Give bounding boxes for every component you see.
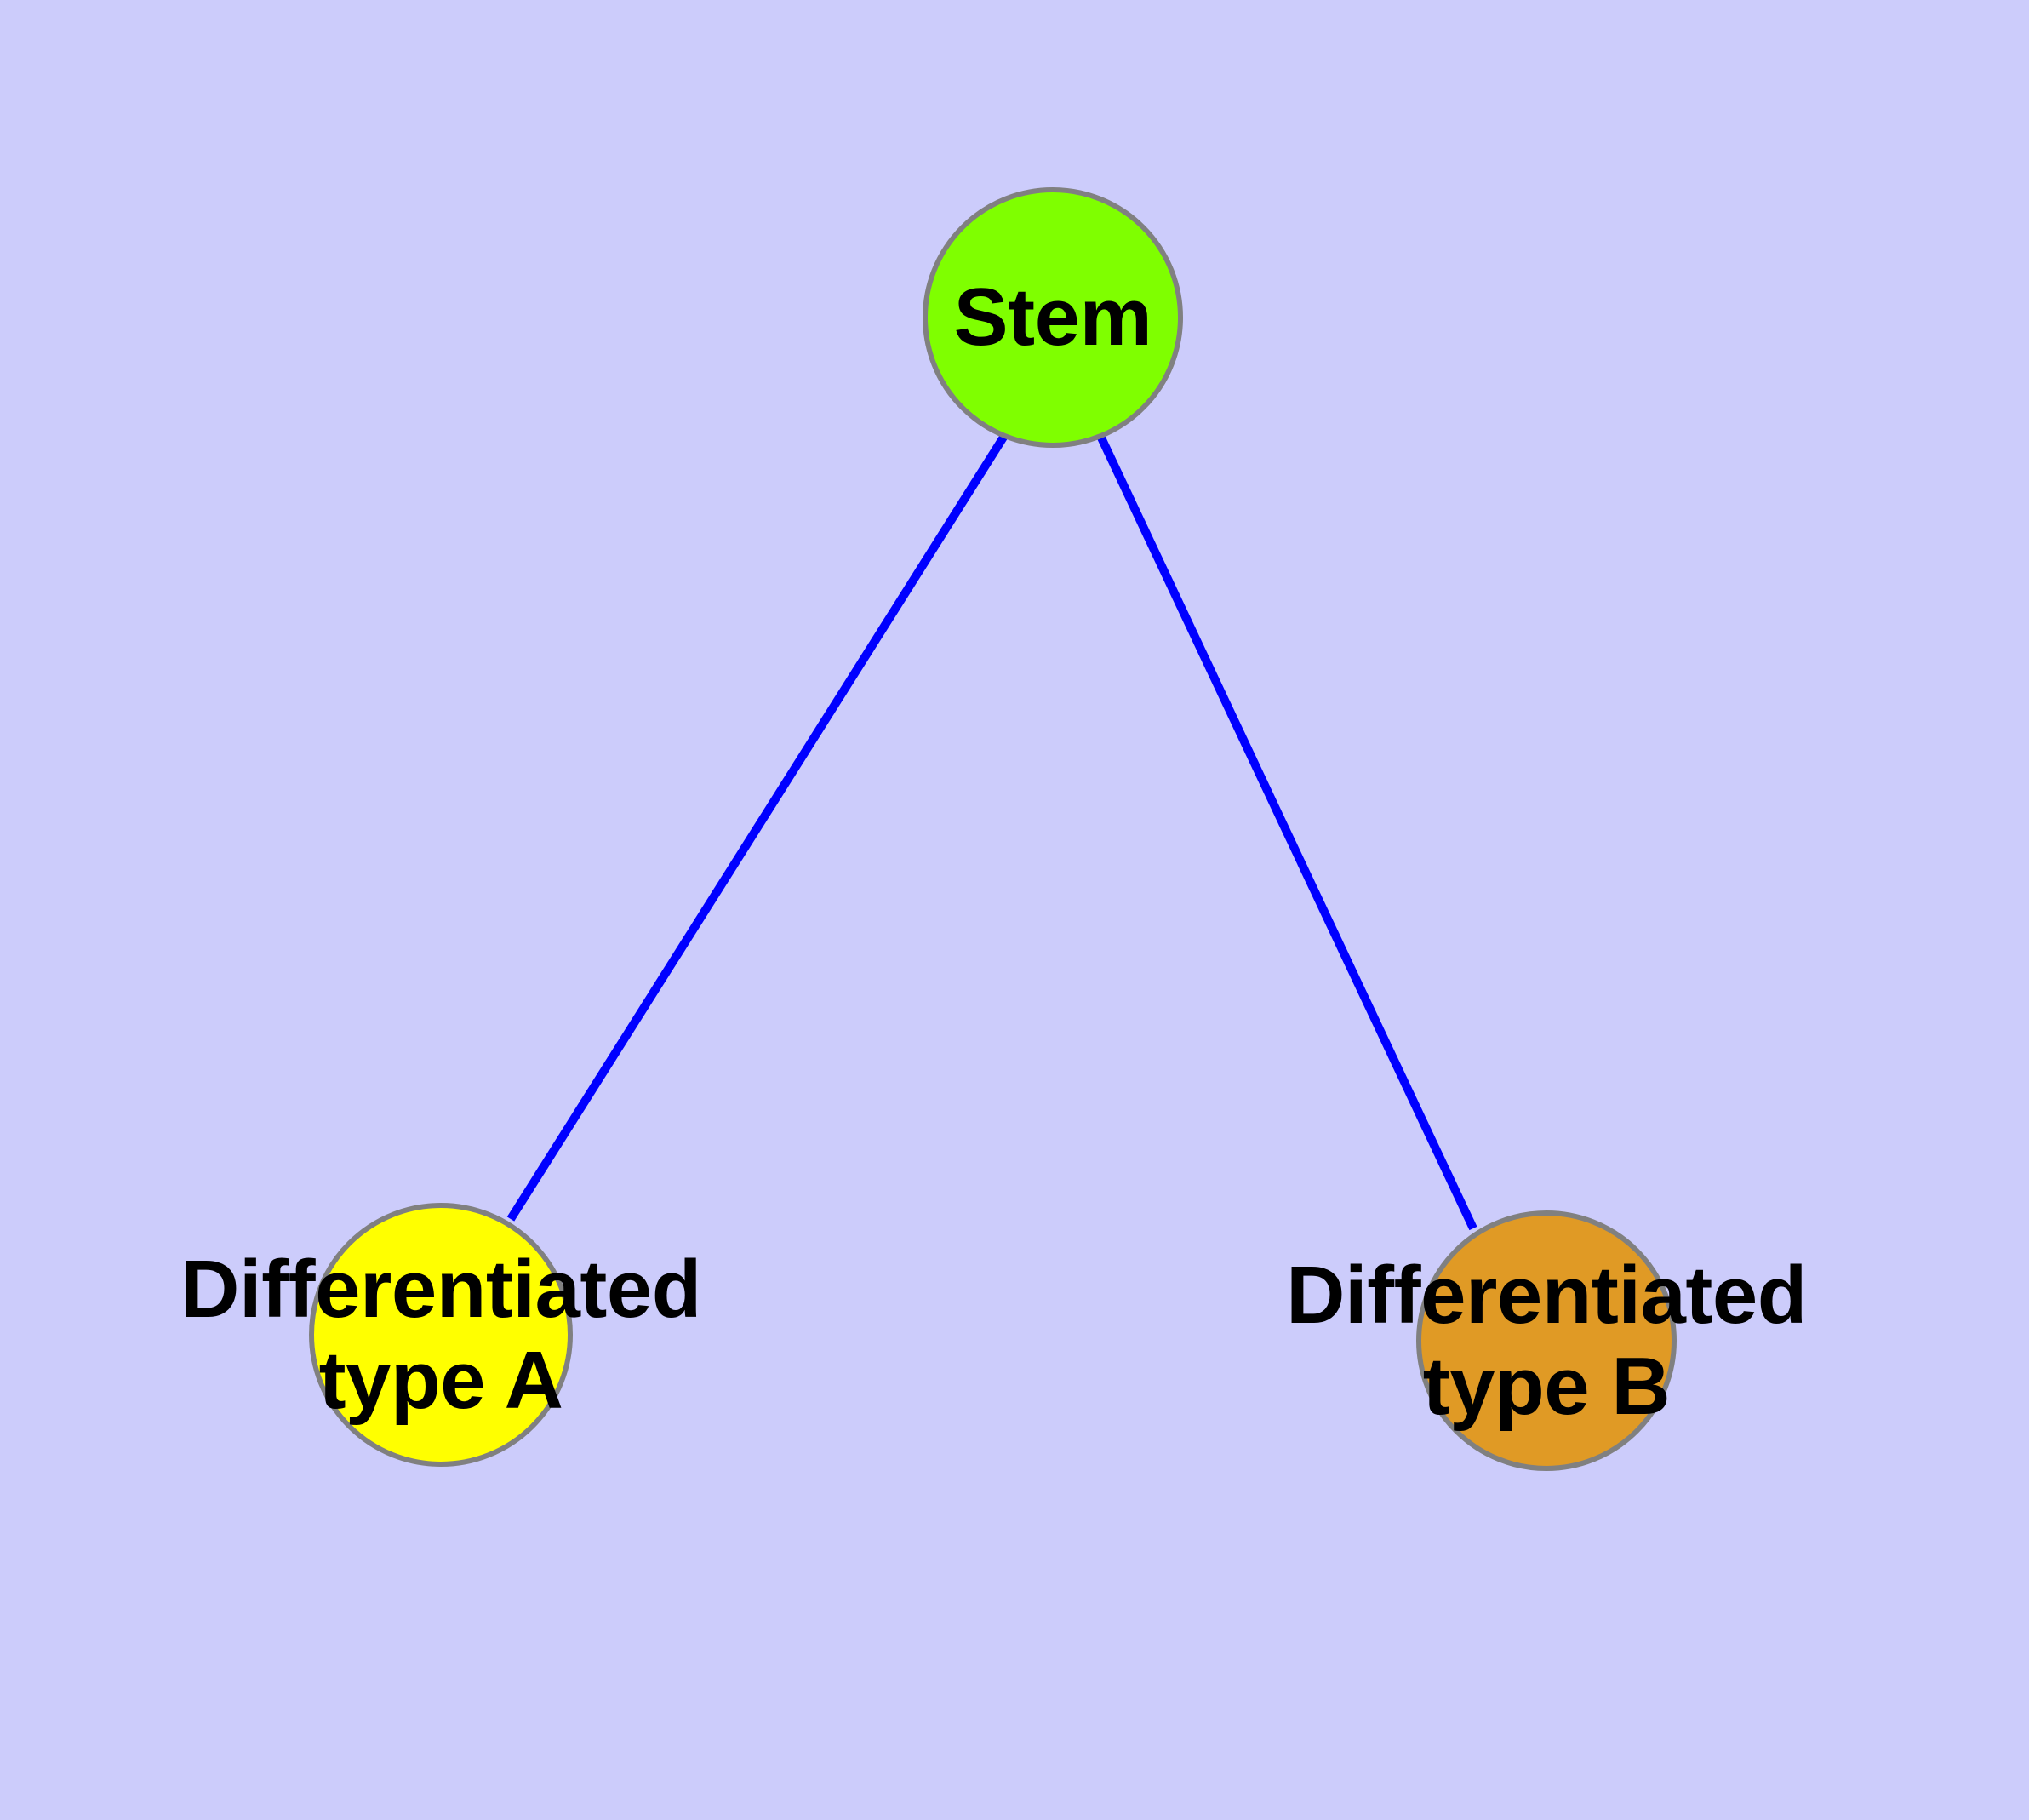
edge-layer bbox=[506, 432, 1477, 1231]
node-stem[interactable] bbox=[923, 187, 1183, 448]
node-differentiated-type-b[interactable] bbox=[1416, 1210, 1677, 1471]
node-layer bbox=[309, 187, 1677, 1471]
edge-stem-to-type-b[interactable] bbox=[1095, 432, 1477, 1231]
node-differentiated-type-a[interactable] bbox=[309, 1203, 573, 1467]
edge-stem-to-type-a[interactable] bbox=[506, 433, 1009, 1222]
